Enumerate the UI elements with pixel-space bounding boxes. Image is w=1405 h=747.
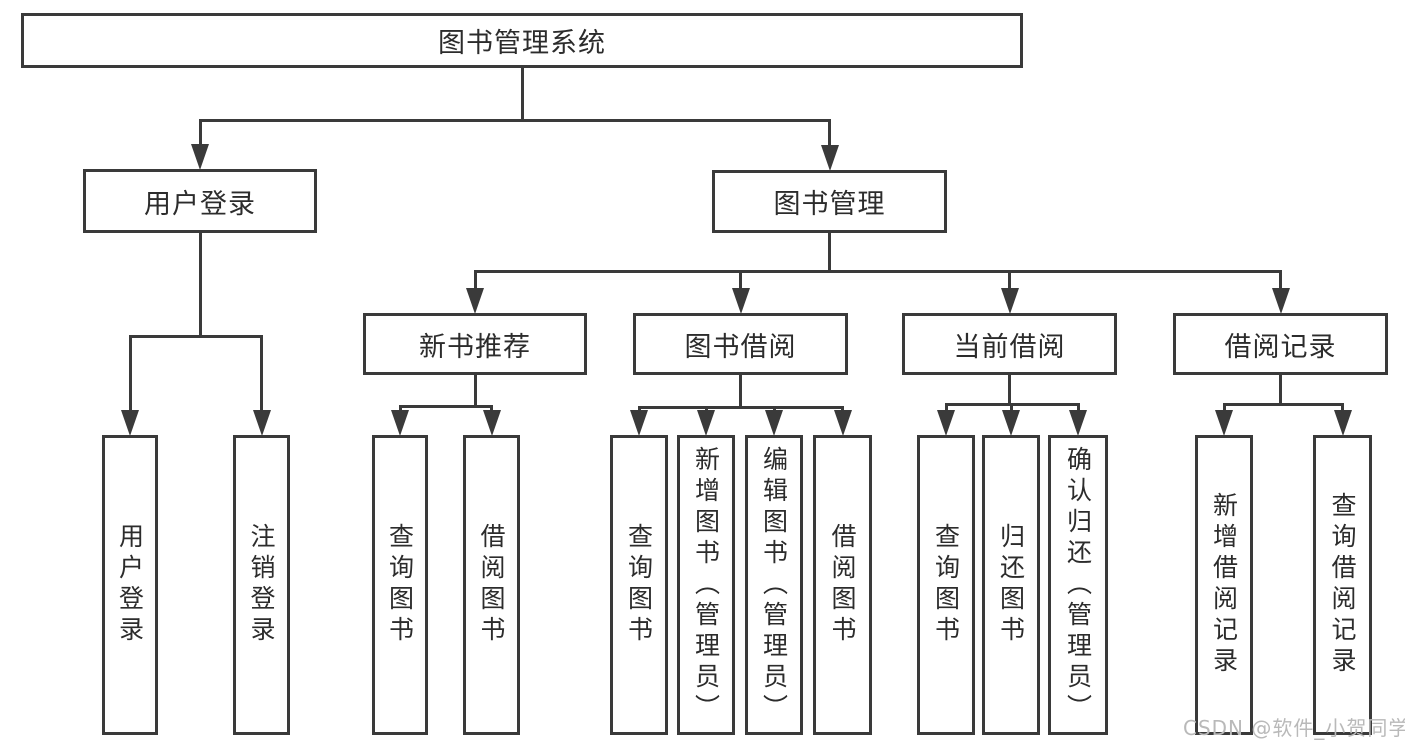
- connector-line: [637, 406, 844, 409]
- node-library-system: 图书管理系统: [21, 13, 1023, 68]
- arrowhead-down-icon: [1215, 410, 1233, 436]
- node-label: 注销登录: [247, 523, 276, 647]
- node-new-book-recommend: 新书推荐: [363, 313, 587, 375]
- node-add-books-admin: 新增图书（管理员）: [677, 435, 735, 735]
- connector-line: [198, 119, 202, 147]
- node-confirm-return-admin: 确认归还（管理员）: [1048, 435, 1108, 735]
- node-query-books-2: 查询图书: [610, 435, 668, 735]
- connector-line: [944, 403, 948, 413]
- arrowhead-down-icon: [1002, 410, 1020, 436]
- node-label: 查询图书: [385, 523, 415, 647]
- node-logout: 注销登录: [233, 435, 290, 735]
- connector-line: [1009, 403, 1013, 413]
- arrowhead-down-icon: [466, 288, 484, 314]
- arrowhead-down-icon: [191, 144, 209, 170]
- node-label: 归还图书: [996, 523, 1026, 647]
- connector-line: [828, 233, 831, 273]
- node-current-borrowing: 当前借阅: [902, 313, 1117, 375]
- node-label: 图书借阅: [684, 331, 797, 363]
- node-label: 当前借阅: [953, 331, 1066, 363]
- connector-line: [398, 405, 402, 413]
- node-label: 查询图书: [931, 523, 961, 647]
- connector-line: [1341, 403, 1344, 413]
- node-book-borrowing: 图书借阅: [633, 313, 848, 375]
- arrowhead-down-icon: [833, 410, 852, 436]
- arrowhead-down-icon: [482, 410, 501, 436]
- node-query-borrow-record: 查询借阅记录: [1313, 435, 1372, 735]
- node-label: 新增图书（管理员）: [691, 445, 721, 725]
- arrowhead-down-icon: [1333, 410, 1352, 436]
- connector-line: [490, 405, 493, 413]
- connector-line: [637, 406, 641, 413]
- arrowhead-down-icon: [820, 145, 839, 171]
- node-login: 用户登录: [102, 435, 158, 735]
- arrowhead-down-icon: [937, 410, 955, 436]
- arrowhead-down-icon: [391, 410, 409, 436]
- connector-line: [473, 270, 477, 291]
- watermark: CSDN @软件_小贺同学: [1183, 716, 1405, 740]
- connector-line: [1008, 375, 1011, 406]
- node-label: 用户登录: [144, 188, 256, 220]
- connector-line: [1279, 375, 1282, 406]
- node-label: 借阅图书: [477, 523, 506, 647]
- connector-line: [739, 270, 742, 291]
- connector-line: [398, 405, 493, 408]
- node-label: 新书推荐: [419, 331, 531, 363]
- arrowhead-down-icon: [121, 410, 139, 436]
- node-edit-books-admin: 编辑图书（管理员）: [745, 435, 803, 735]
- connector-line: [1279, 270, 1282, 291]
- connector-line: [772, 406, 776, 413]
- node-borrow-books-2: 借阅图书: [813, 435, 872, 735]
- node-label: 借阅记录: [1224, 331, 1337, 363]
- connector-line: [828, 119, 831, 148]
- node-label: 编辑图书（管理员）: [759, 445, 789, 725]
- connector-line: [520, 68, 524, 122]
- node-label: 用户登录: [115, 523, 145, 647]
- connector-line: [1222, 403, 1344, 406]
- node-label: 图书管理: [773, 189, 886, 220]
- arrowhead-down-icon: [252, 410, 271, 436]
- connector-line: [128, 335, 263, 338]
- connector-line: [1222, 403, 1226, 413]
- node-query-books-1: 查询图书: [372, 435, 428, 735]
- node-add-borrow-record: 新增借阅记录: [1195, 435, 1253, 735]
- connector-line: [473, 375, 477, 408]
- node-label: 借阅图书: [828, 523, 857, 647]
- connector-line: [198, 119, 831, 122]
- connector-line: [198, 233, 202, 338]
- arrowhead-down-icon: [1000, 288, 1019, 314]
- node-label: 查询借阅记录: [1328, 492, 1357, 678]
- arrowhead-down-icon: [731, 288, 750, 314]
- arrowhead-down-icon: [697, 410, 715, 436]
- node-return-books: 归还图书: [982, 435, 1040, 735]
- arrowhead-down-icon: [765, 410, 783, 436]
- node-borrow-books-1: 借阅图书: [463, 435, 520, 735]
- connector-line: [1076, 403, 1080, 413]
- node-user-login: 用户登录: [83, 169, 317, 233]
- node-book-management: 图书管理: [712, 170, 947, 233]
- node-label: 图书管理系统: [438, 28, 606, 59]
- connector-line: [1008, 270, 1011, 291]
- connector-line: [260, 335, 263, 413]
- connector-line: [128, 335, 132, 413]
- connector-line: [841, 406, 844, 413]
- arrowhead-down-icon: [1069, 410, 1087, 436]
- connector-line: [473, 270, 1282, 273]
- node-label: 新增借阅记录: [1209, 492, 1239, 678]
- connector-line: [739, 375, 742, 409]
- node-query-books-3: 查询图书: [917, 435, 975, 735]
- arrowhead-down-icon: [1271, 288, 1290, 314]
- arrowhead-down-icon: [630, 410, 648, 436]
- node-borrowing-records: 借阅记录: [1173, 313, 1388, 375]
- node-label: 查询图书: [624, 523, 654, 647]
- connector-line: [704, 406, 708, 413]
- node-label: 确认归还（管理员）: [1063, 445, 1093, 725]
